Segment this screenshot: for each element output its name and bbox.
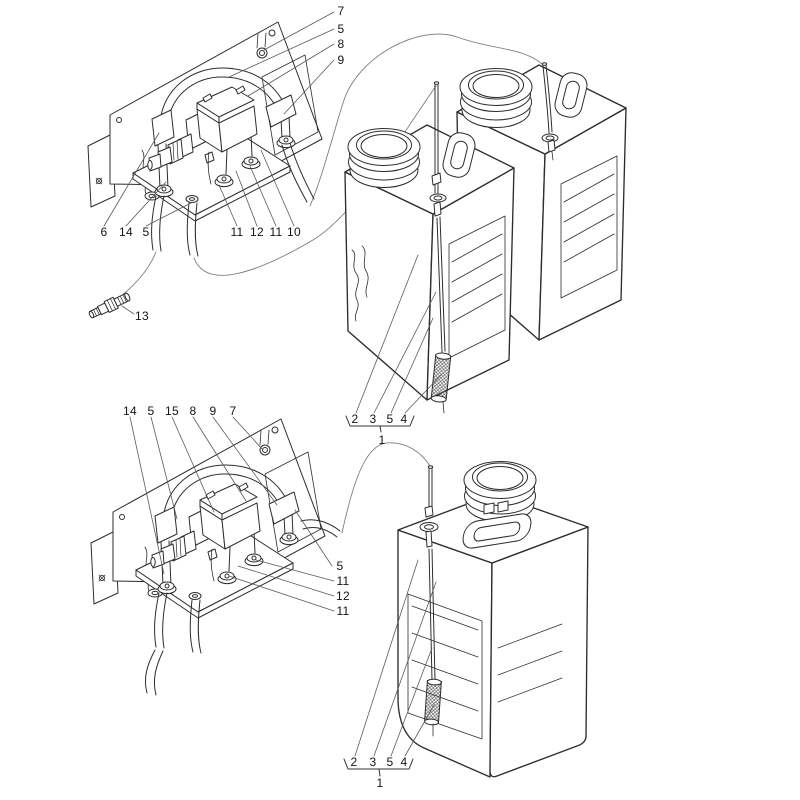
drain-hose	[144, 649, 164, 696]
inline-fitting-part	[88, 292, 131, 319]
tank-handle-flat	[462, 513, 532, 549]
outlet-hose	[281, 142, 315, 203]
tank-single	[397, 461, 589, 778]
pump-assembly-top	[88, 22, 322, 256]
water-tank-front	[344, 124, 515, 401]
single-tank-suction-tube	[419, 465, 442, 737]
callout-leader-lines	[103, 11, 443, 757]
filter-weight	[424, 678, 442, 726]
front-tank-suction-tube	[430, 81, 452, 414]
tube-grommet	[419, 522, 439, 532]
rear-tank-suction-tube	[541, 62, 556, 161]
filter-weight	[430, 352, 452, 403]
group-brackets	[343, 415, 415, 777]
pump-assembly-bottom	[91, 419, 341, 696]
tank-pair	[344, 62, 627, 414]
outlet-hose	[300, 519, 341, 538]
